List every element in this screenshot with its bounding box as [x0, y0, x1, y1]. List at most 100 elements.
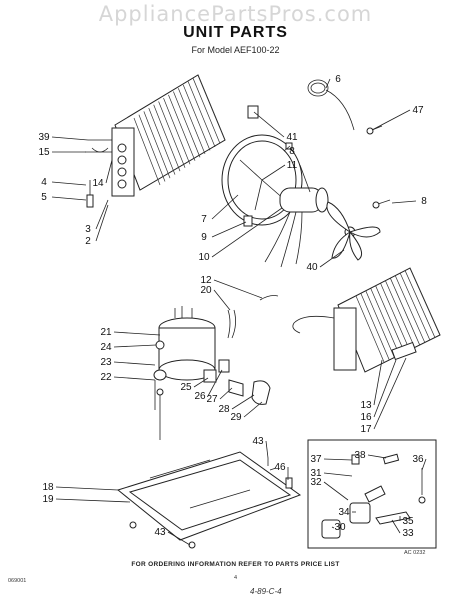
leader-line-8	[283, 145, 291, 152]
leader-line-23	[113, 361, 156, 366]
callout-23: 23	[100, 357, 112, 368]
callout-4: 4	[41, 177, 47, 188]
callout-46: 46	[274, 462, 286, 473]
callout-5: 5	[41, 192, 47, 203]
callout-19: 19	[42, 494, 54, 505]
leader-line-30	[331, 526, 335, 529]
leader-line-4	[51, 181, 87, 186]
callout-11: 11	[287, 160, 298, 171]
condenser-coil	[292, 267, 441, 373]
callout-17: 17	[360, 424, 372, 435]
leader-line-38	[367, 454, 387, 459]
misc-hardware	[154, 380, 293, 489]
leader-line-14	[105, 159, 113, 184]
leader-line-5	[51, 196, 87, 201]
leader-line-31	[323, 472, 353, 477]
leader-line-40	[319, 249, 345, 268]
leader-line-37	[323, 458, 353, 461]
leader-line-36	[421, 458, 427, 471]
controls-inset	[307, 439, 437, 549]
leader-line-11	[299, 164, 311, 193]
callout-13: 13	[360, 400, 372, 411]
callout-25: 25	[180, 382, 192, 393]
callout-29: 29	[230, 412, 242, 423]
callout-8: 8	[421, 196, 427, 207]
callout-31: 31	[310, 468, 322, 479]
leader-line-6	[325, 78, 331, 89]
handwritten-note: 4-89-C-4	[250, 587, 282, 596]
leader-line-19	[55, 498, 131, 503]
leader-line-41	[253, 111, 285, 138]
callout-20: 20	[200, 285, 212, 296]
leader-line-27	[219, 387, 233, 400]
leader-lines	[51, 78, 427, 546]
drawing-code: AC 0232	[404, 550, 426, 556]
leader-line-25	[193, 377, 209, 388]
callout-8: 8	[289, 146, 295, 157]
callout-35: 35	[402, 516, 414, 527]
small-hardware	[243, 105, 391, 227]
callout-24: 24	[100, 342, 112, 353]
leader-line-43	[265, 440, 269, 459]
catalog-code: 069001	[8, 578, 27, 584]
leader-line-33	[391, 519, 401, 534]
base-pan	[116, 451, 302, 549]
callout-40: 40	[306, 262, 318, 273]
leader-line-32	[323, 481, 349, 501]
leader-line-9	[211, 221, 247, 238]
callout-34: 34	[338, 507, 350, 518]
callout-30: 30	[334, 522, 346, 533]
leader-line-28	[231, 394, 255, 410]
callout-27: 27	[206, 394, 218, 405]
callout-33: 33	[402, 528, 414, 539]
leader-line-13	[373, 359, 383, 406]
tube-fittings	[85, 139, 112, 208]
callout-12: 12	[200, 275, 212, 286]
callout-37: 37	[310, 454, 322, 465]
callout-7: 7	[201, 214, 207, 225]
callout-18: 18	[42, 482, 54, 493]
callout-41: 41	[286, 132, 298, 143]
callout-14: 14	[92, 178, 104, 189]
leader-line-47	[371, 109, 411, 131]
fan-motor	[264, 187, 329, 268]
callout-21: 21	[100, 327, 112, 338]
leader-line-3	[95, 199, 109, 230]
evaporator-coil	[111, 74, 226, 197]
compressor	[153, 306, 216, 381]
leader-line-20	[213, 289, 231, 311]
callout-22: 22	[100, 372, 112, 383]
callout-43: 43	[252, 436, 264, 447]
leader-line-22	[113, 376, 156, 381]
capillary-tube	[307, 79, 355, 131]
leader-line-16	[373, 359, 397, 418]
leader-line-24	[113, 344, 157, 348]
ordering-note: FOR ORDERING INFORMATION REFER TO PARTS …	[131, 561, 340, 568]
leader-line-12	[213, 279, 263, 299]
leader-line-18	[55, 486, 119, 491]
callout-26: 26	[194, 391, 206, 402]
leader-line-43	[167, 531, 191, 546]
callout-39: 39	[38, 132, 50, 143]
leader-line-21	[113, 331, 161, 336]
callout-38: 38	[354, 450, 366, 461]
page-title: UNIT PARTS	[183, 24, 288, 41]
callout-47: 47	[412, 105, 424, 116]
thermostat-lead	[227, 295, 279, 339]
callout-43: 43	[154, 527, 166, 538]
callout-36: 36	[412, 454, 424, 465]
leader-line-8	[391, 200, 417, 204]
leader-line-29	[243, 401, 263, 418]
callout-16: 16	[360, 412, 372, 423]
watermark: AppliancePartsPros.com	[98, 2, 373, 26]
callout-labels: 2345678891011121314151617181920212223242…	[38, 74, 427, 539]
leader-line-26	[207, 369, 223, 397]
callout-6: 6	[335, 74, 341, 85]
callout-10: 10	[198, 252, 210, 263]
leader-line-2	[95, 204, 109, 242]
page-number: 4	[234, 575, 238, 581]
leader-line-10	[211, 207, 283, 258]
callout-28: 28	[218, 404, 230, 415]
